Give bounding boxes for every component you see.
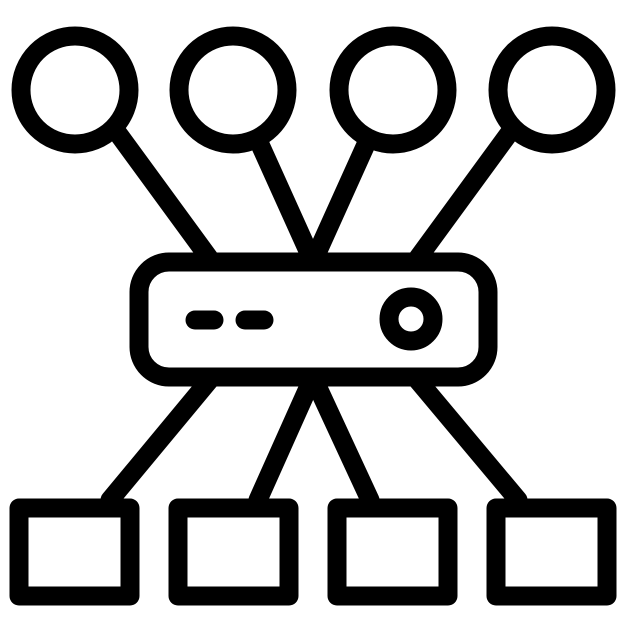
bottom-node-square-1 <box>9 498 140 606</box>
bottom-node-square-2 <box>168 498 299 606</box>
top-node-circle-2 <box>169 26 297 154</box>
top-node-circle-4 <box>488 26 616 154</box>
hub-port-circle <box>379 287 443 351</box>
upper-connector-1 <box>104 118 222 272</box>
lower-connector-2 <box>248 367 323 510</box>
lower-connector-3 <box>303 367 380 510</box>
bottom-node-square-4 <box>486 498 617 606</box>
top-node-circle-1 <box>11 26 139 154</box>
top-node-circle-3 <box>329 26 457 154</box>
upper-connector-3 <box>303 130 378 272</box>
lower-connector-1 <box>100 367 222 510</box>
lower-connector-4 <box>405 367 528 510</box>
bottom-node-square-3 <box>327 498 458 606</box>
upper-connector-4 <box>405 118 523 272</box>
upper-connector-2 <box>248 130 323 272</box>
